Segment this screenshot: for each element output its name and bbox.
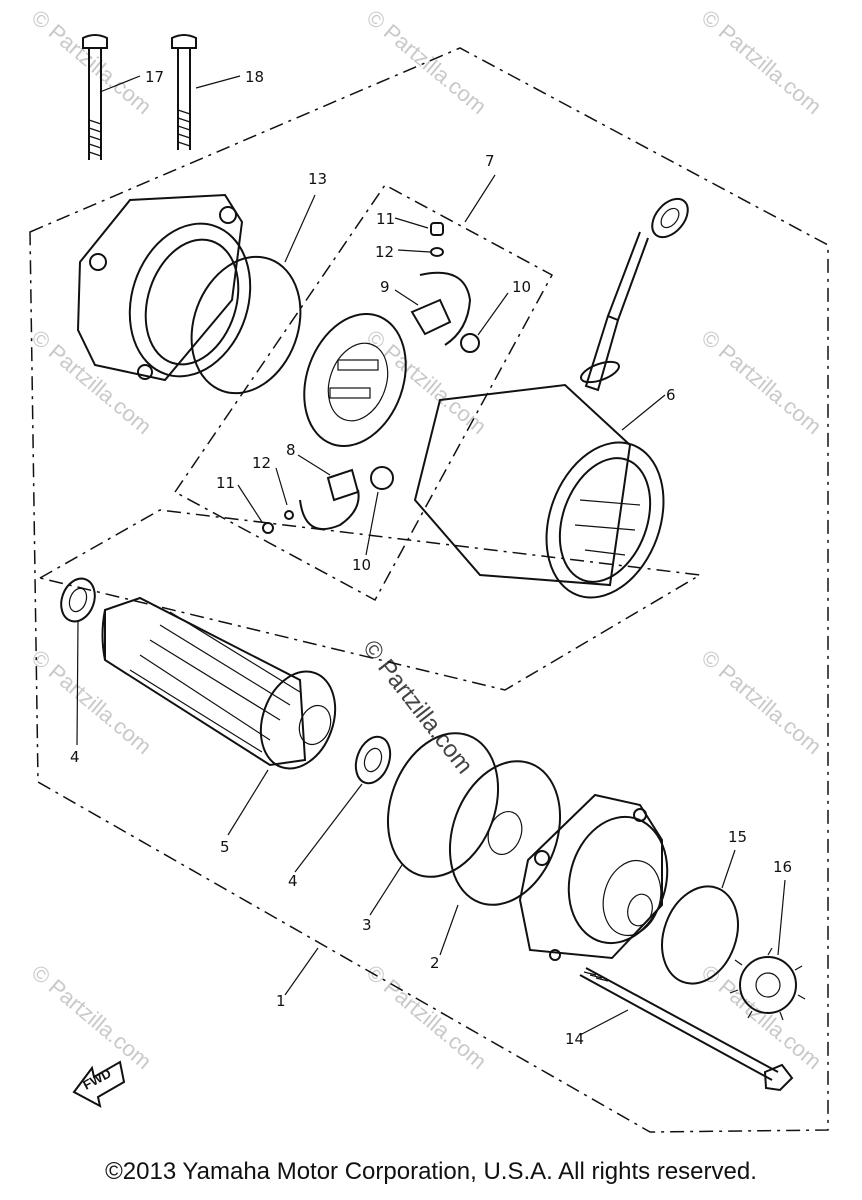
watermark: © Partzilla.com [27,325,157,439]
callout-4-left: 4 [70,748,80,766]
callout-5: 5 [220,838,230,856]
watermark: © Partzilla.com [27,960,157,1074]
callout-10-upper: 10 [512,278,531,296]
callout-1: 1 [276,992,286,1010]
callout-16: 16 [773,858,792,876]
brush-8 [299,468,360,530]
callout-10-lower: 10 [352,556,371,574]
armature-5 [101,596,337,770]
bolt-18 [171,34,197,150]
callout-11-upper: 11 [376,210,395,228]
leader-lines [76,75,786,1036]
callouts: 17 18 13 7 11 12 9 10 6 8 12 11 10 4 5 4… [70,68,792,1048]
nut-12-lower [284,510,294,520]
callout-7: 7 [485,152,495,170]
starter-rod [580,197,689,392]
washer-4-left [60,577,96,623]
watermark: © Partzilla.com [697,325,827,439]
yoke-6 [413,383,665,599]
watermark: © Partzilla.com [27,645,157,759]
watermark: © Partzilla.com [362,5,492,119]
callout-11-lower: 11 [216,474,235,492]
bolt-17 [82,34,108,160]
brush-plate [303,313,407,447]
watermark: © Partzilla.com [27,5,157,119]
spring-10-upper [460,333,480,353]
callout-14: 14 [565,1030,584,1048]
gear-16 [729,947,806,1021]
assembly-boundary [29,47,829,1133]
watermark: © Partzilla.com [697,5,827,119]
yoke-boundary [37,509,703,691]
callout-15: 15 [728,828,747,846]
rear-cover [76,193,252,382]
o-ring-13 [190,255,302,395]
brush-9 [410,271,472,346]
callout-18: 18 [245,68,264,86]
copyright-notice: ©2013 Yamaha Motor Corporation, U.S.A. A… [105,1158,757,1185]
fwd-arrow-icon: FWD [72,1060,126,1108]
callout-12-lower: 12 [252,454,271,472]
nut-12-upper [430,247,444,257]
watermark-layer: © Partzilla.com © Partzilla.com © Partzi… [27,5,827,1074]
bolt-14 [579,967,794,1092]
center-watermark: © Partzilla.com [357,635,478,779]
callout-4-center: 4 [288,872,298,890]
callout-17: 17 [145,68,164,86]
callout-12-upper: 12 [375,243,394,261]
callout-3: 3 [362,916,372,934]
callout-13: 13 [308,170,327,188]
washer-4-center [354,735,392,785]
brush-holder-boundary [173,184,554,602]
spring-10-lower [370,466,394,490]
screw-11-upper [430,222,444,236]
callout-6: 6 [666,386,676,404]
callout-2: 2 [430,954,440,972]
front-cover [518,793,669,961]
o-ring-15 [661,885,739,985]
callout-9: 9 [380,278,390,296]
watermark: © Partzilla.com [697,960,827,1074]
watermark: © Partzilla.com [697,645,827,759]
callout-8: 8 [286,441,296,459]
plate-2 [448,760,562,906]
screw-11-lower [262,522,274,534]
watermark: © Partzilla.com [362,960,492,1074]
